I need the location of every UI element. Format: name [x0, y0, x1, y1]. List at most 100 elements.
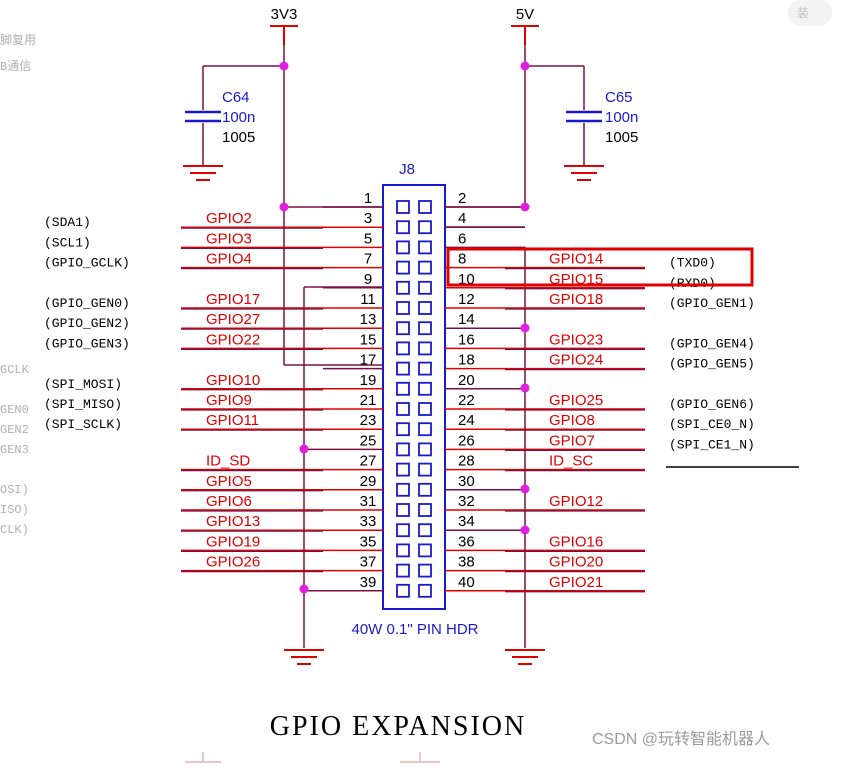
drawing-title: GPIO EXPANSION: [270, 711, 526, 742]
pin-squares: [396, 200, 432, 598]
pin-square-odd: [396, 482, 410, 497]
alt-function-label: (TXD0): [669, 256, 716, 271]
c64-ref: C64: [222, 89, 250, 106]
gpio-label: GPIO27: [206, 311, 260, 328]
gpio-label: GPIO16: [549, 533, 603, 550]
gpio-label: GPIO12: [549, 493, 603, 510]
junction-dot: [520, 525, 530, 535]
pin-number: 25: [360, 432, 377, 449]
pin-34: 34: [445, 513, 525, 531]
pin-square-even: [418, 220, 432, 235]
c64-package: 1005: [222, 129, 255, 146]
pin-square-even: [418, 442, 432, 457]
gpio-label: ID_SC: [549, 453, 593, 470]
pin-square-even: [418, 503, 432, 517]
pin-square-odd: [396, 381, 410, 396]
junction-dot: [299, 584, 309, 594]
rail-5v-label: 5V: [516, 6, 534, 23]
gpio-label: GPIO24: [549, 352, 603, 369]
alt-function-label: (SPI_MOSI): [44, 377, 122, 392]
pin-number: 26: [458, 432, 475, 449]
top-right-badge[interactable]: 装: [788, 0, 832, 26]
pin-number: 37: [360, 554, 377, 571]
alt-function-label: (SDA1): [44, 215, 91, 230]
alt-function-label: (GPIO_GEN2): [44, 316, 130, 331]
junction-dot: [520, 61, 530, 71]
c64-value: 100n: [222, 109, 255, 126]
pin-number: 7: [364, 251, 372, 268]
pin-square-odd: [396, 301, 410, 315]
pin-number: 4: [458, 210, 466, 227]
pin-square-odd: [396, 543, 410, 558]
junction-dot: [279, 61, 289, 71]
pin-number: 12: [458, 291, 475, 308]
pin-20: 20: [445, 372, 525, 390]
watermark: CSDN @玩转智能机器人: [592, 730, 770, 748]
pin-square-even: [418, 301, 432, 315]
pin-number: 21: [360, 392, 377, 409]
pin-number: 11: [360, 291, 376, 308]
left-edge-fragment: 脚复用: [0, 32, 36, 48]
pin-number: 16: [458, 331, 475, 348]
pin-square-even: [418, 260, 432, 275]
connector-ref: J8: [399, 161, 415, 178]
pin-square-even: [418, 422, 432, 437]
pin-number: 34: [458, 513, 475, 530]
gpio-label: GPIO11: [206, 412, 259, 429]
pin-square-odd: [396, 361, 410, 376]
pin-square-odd: [396, 503, 410, 517]
alt-function-label: (RXD0): [669, 276, 716, 291]
gpio-label: GPIO6: [206, 493, 252, 510]
gpio-label: GPIO5: [206, 473, 252, 490]
alt-function-label: (GPIO_GEN4): [669, 336, 755, 351]
junction-dot: [279, 202, 289, 212]
pin-25: 25: [304, 432, 383, 451]
pin-square-odd: [396, 563, 410, 578]
top-right-badge-text: 装: [797, 6, 809, 20]
pin-6: 6: [445, 230, 525, 249]
left-edge-fragment: GEN3: [0, 443, 29, 457]
pin-square-odd: [396, 260, 410, 275]
pin-number: 40: [458, 574, 475, 591]
pin-30: 30: [445, 473, 525, 491]
connector-j8: J8 40W 0.1" PIN HDR: [351, 161, 478, 638]
gpio-label: GPIO2: [206, 210, 252, 227]
pin-square-odd: [396, 280, 410, 295]
pin-square-even: [418, 402, 432, 416]
pin-square-even: [418, 543, 432, 558]
c65-value: 100n: [605, 109, 638, 126]
c65-package: 1005: [605, 129, 638, 146]
pin-number: 23: [360, 412, 377, 429]
pin-33: 33 GPIO13: [181, 513, 383, 532]
pin-square-odd: [396, 442, 410, 457]
pin-number: 6: [458, 230, 466, 247]
pin-number: 18: [458, 352, 475, 369]
gpio-label: GPIO13: [206, 513, 260, 530]
pin-number: 33: [360, 513, 377, 530]
ground-symbol: [564, 165, 604, 181]
junction-dot: [299, 444, 309, 454]
pin-square-odd: [396, 240, 410, 255]
pin-square-odd: [396, 402, 410, 416]
gpio-label: GPIO8: [549, 412, 595, 429]
rail-3v3-label: 3V3: [271, 6, 298, 23]
pin-number: 27: [360, 453, 377, 470]
pin-square-even: [418, 482, 432, 497]
